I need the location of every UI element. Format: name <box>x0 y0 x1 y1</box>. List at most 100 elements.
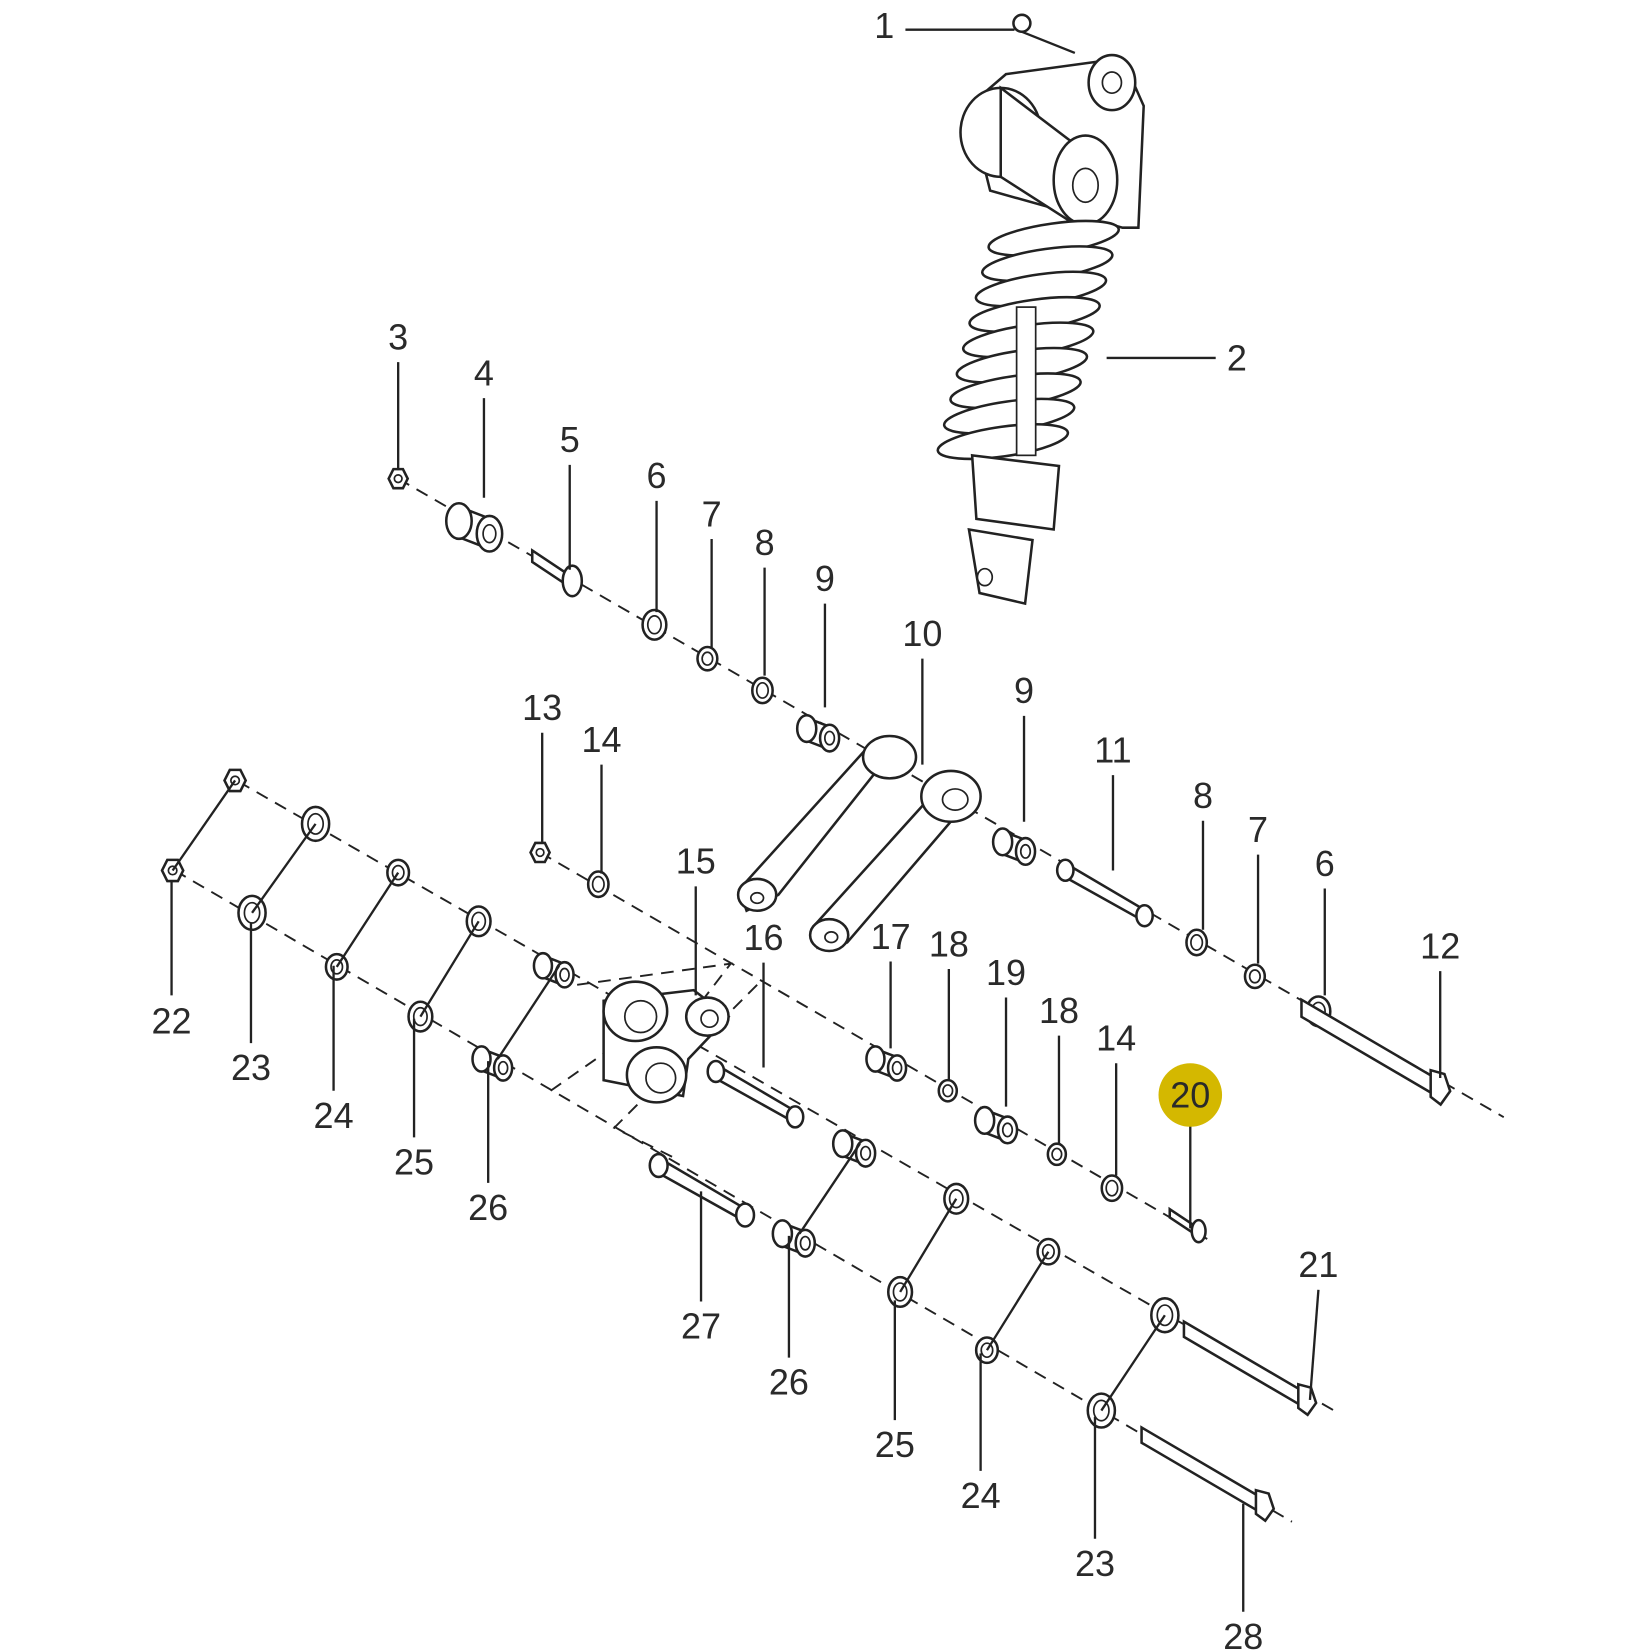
callout-20: 20 <box>1158 1063 1223 1229</box>
washer-part <box>641 608 668 641</box>
callout-number: 21 <box>1298 1244 1338 1285</box>
washer-part <box>1100 1174 1124 1203</box>
tube-part <box>1055 858 1154 928</box>
nut-part <box>529 841 552 864</box>
callout-2: 2 <box>1106 338 1247 379</box>
leader-line <box>1308 1289 1320 1401</box>
washer-part <box>1185 928 1209 957</box>
callout-1: 1 <box>874 5 1015 46</box>
callout-number: 23 <box>231 1047 271 1088</box>
highlight-marker <box>1158 1063 1223 1127</box>
callout-number: 11 <box>1094 729 1131 770</box>
bush-part <box>973 1105 1019 1145</box>
callout-26: 26 <box>769 1235 809 1403</box>
pair-connector-line <box>1100 1314 1166 1412</box>
callout-23: 23 <box>1075 1416 1115 1584</box>
callout-18: 18 <box>929 923 969 1081</box>
callout-26: 26 <box>468 1061 508 1228</box>
callout-27: 27 <box>681 1191 721 1347</box>
callout-10: 10 <box>902 613 942 765</box>
seal-part <box>324 952 349 981</box>
bush-part <box>865 1045 908 1082</box>
callout-number: 24 <box>314 1095 354 1136</box>
bush-part <box>831 1129 877 1168</box>
pair-connector-line <box>985 1251 1050 1351</box>
callout-24: 24 <box>961 1353 1001 1516</box>
bolt-part <box>530 548 584 598</box>
callout-number: 26 <box>468 1187 508 1228</box>
callout-number: 14 <box>1096 1018 1136 1059</box>
bush-part <box>771 1219 817 1258</box>
callout-7: 7 <box>702 493 722 649</box>
callout-28: 28 <box>1223 1503 1263 1652</box>
seal-part <box>1243 963 1267 990</box>
callout-number: 7 <box>1248 809 1268 850</box>
seal-part <box>937 1078 959 1103</box>
callout-number: 10 <box>902 613 942 654</box>
pair-connector-line <box>171 779 237 872</box>
callout-6: 6 <box>1315 843 1335 996</box>
callout-25: 25 <box>394 1018 434 1182</box>
callout-9: 9 <box>815 558 835 708</box>
callout-number: 3 <box>388 316 408 357</box>
pair-connector-line <box>335 871 400 968</box>
callout-number: 15 <box>676 841 716 882</box>
pair-connector-line <box>419 920 480 1018</box>
callout-16: 16 <box>743 917 784 1068</box>
pair-connector-line <box>899 1198 958 1293</box>
callout-number: 25 <box>394 1141 434 1182</box>
callout-5: 5 <box>560 419 580 570</box>
tube-part <box>706 1059 805 1129</box>
bush-part <box>532 951 575 989</box>
bush-part <box>471 1045 514 1082</box>
callout-number: 6 <box>647 455 667 496</box>
callout-number: 26 <box>769 1362 809 1403</box>
callout-17: 17 <box>871 916 911 1049</box>
callout-number: 8 <box>1193 775 1213 816</box>
callout-number: 13 <box>522 687 562 728</box>
callout-22: 22 <box>152 881 192 1042</box>
callout-number: 18 <box>929 923 969 964</box>
callout-number: 28 <box>1223 1616 1263 1652</box>
callout-24: 24 <box>314 965 354 1136</box>
callout-number: 22 <box>152 1001 192 1042</box>
callout-12: 12 <box>1420 925 1460 1079</box>
callout-number: 2 <box>1227 338 1247 379</box>
axis-jog-b <box>550 1052 605 1092</box>
callout-number: 7 <box>702 493 722 534</box>
callout-11: 11 <box>1094 729 1132 871</box>
callout-number: 8 <box>755 522 775 563</box>
small-parts <box>160 467 1452 1523</box>
callout-9: 9 <box>1014 670 1034 822</box>
callout-18: 18 <box>1039 990 1079 1144</box>
callout-number: 19 <box>986 952 1026 993</box>
callout-8: 8 <box>755 522 775 676</box>
callout-7: 7 <box>1248 809 1268 964</box>
rocker-link <box>602 980 731 1104</box>
callout-14: 14 <box>1096 1018 1136 1176</box>
callout-number: 27 <box>681 1306 721 1347</box>
seal-part <box>1046 1142 1068 1167</box>
washer-part <box>886 1275 914 1309</box>
callout-number: 1 <box>874 5 894 46</box>
bolt-part <box>1168 1206 1207 1244</box>
callout-3: 3 <box>388 316 408 471</box>
callout-25: 25 <box>875 1300 915 1465</box>
bush-part <box>795 713 841 753</box>
callout-number: 23 <box>1075 1543 1115 1584</box>
callout-21: 21 <box>1298 1244 1338 1401</box>
bush-part <box>444 501 504 553</box>
callout-number: 16 <box>743 917 783 958</box>
shock-absorber <box>936 13 1145 606</box>
linkage-arms <box>736 734 982 953</box>
bush-part <box>991 827 1037 867</box>
callout-number: 20 <box>1170 1075 1210 1116</box>
callout-15: 15 <box>676 841 716 996</box>
callout-number: 17 <box>871 916 911 957</box>
washer-part <box>751 676 774 705</box>
washer-part <box>586 870 610 899</box>
callout-number: 4 <box>474 352 494 393</box>
callout-number: 25 <box>875 1424 915 1465</box>
